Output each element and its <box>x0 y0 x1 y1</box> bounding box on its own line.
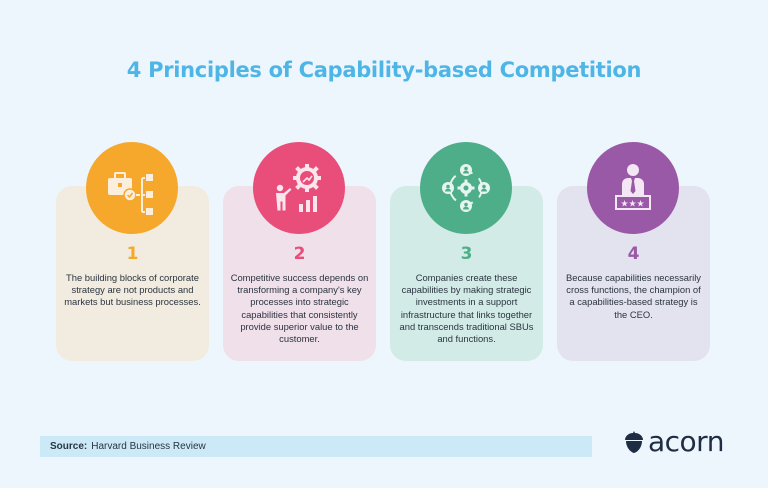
principle-icon-circle-1 <box>86 142 178 234</box>
briefcase-hierarchy-icon <box>108 172 153 215</box>
principle-icon-circle-4: ★ ★ ★ <box>587 142 679 234</box>
principle-number: 1 <box>126 244 139 264</box>
source-value: Harvard Business Review <box>91 441 206 452</box>
network-people-gear-icon <box>442 164 490 212</box>
ceo-podium-stars-icon: ★ ★ ★ <box>615 164 651 210</box>
svg-text:★: ★ <box>621 200 629 210</box>
principle-card-3: 3 Companies create these capabilities by… <box>390 186 543 361</box>
page-title: 4 Principles of Capability-based Competi… <box>126 58 642 82</box>
svg-text:★: ★ <box>637 200 645 210</box>
source-label: Source: <box>50 441 88 452</box>
principle-text: Companies create these capabilities by m… <box>399 272 534 345</box>
person-gear-growth-icon <box>276 164 321 212</box>
principle-number: 4 <box>627 244 640 264</box>
acorn-logo: acorn <box>624 428 724 456</box>
principle-icon-circle-3 <box>420 142 512 234</box>
principle-icon-circle-2 <box>253 142 345 234</box>
principle-card-2: 2 Competitive success depends on transfo… <box>223 186 376 361</box>
principle-text: The building blocks of corporate strateg… <box>64 272 201 308</box>
principle-number: 2 <box>293 244 306 264</box>
logo-text: acorn <box>648 425 724 458</box>
source-bar: Source: Harvard Business Review <box>40 436 592 457</box>
acorn-icon <box>625 431 643 453</box>
principle-number: 3 <box>460 244 473 264</box>
svg-text:★: ★ <box>629 200 637 210</box>
principle-text: Competitive success depends on transform… <box>230 272 369 345</box>
principle-text: Because capabilities necessarily cross f… <box>566 272 701 320</box>
